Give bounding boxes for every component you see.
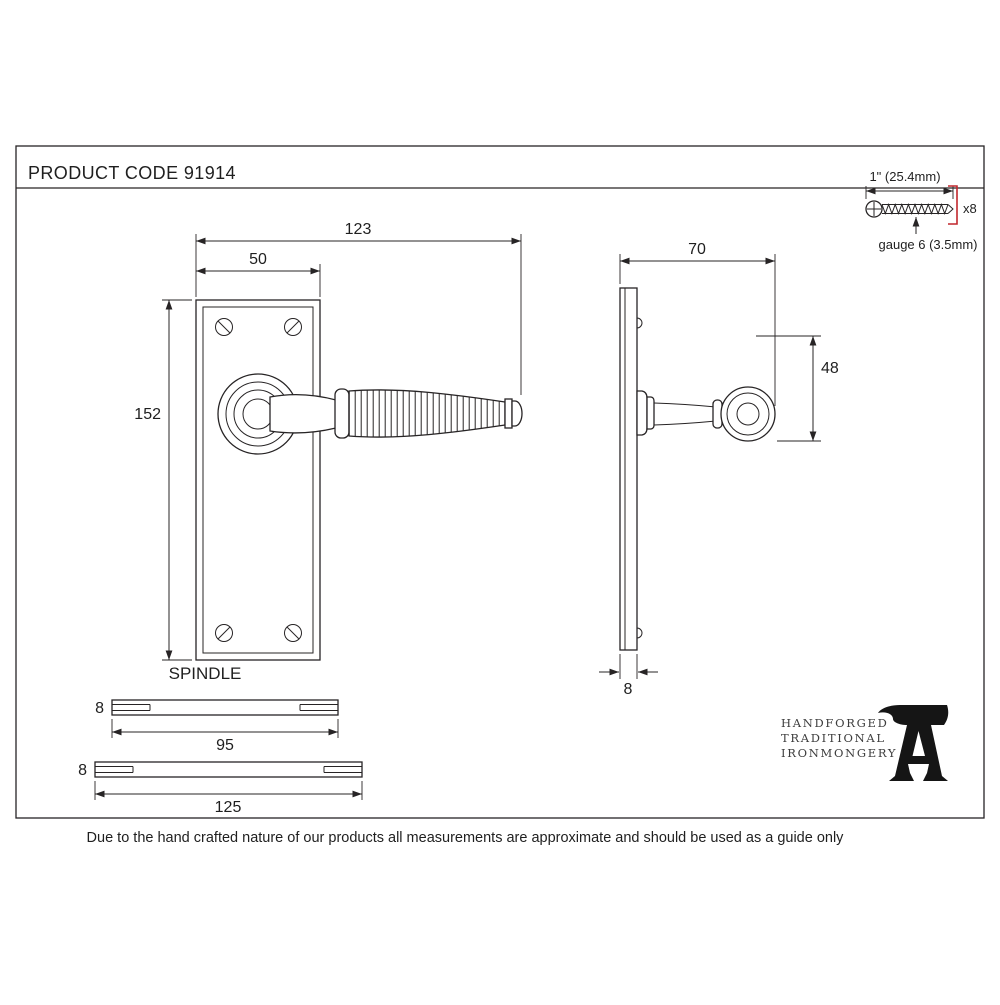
spindle-bar-125: 8 125 bbox=[78, 761, 363, 816]
projection-value: 70 bbox=[688, 241, 706, 258]
screw-slot-icon bbox=[286, 626, 300, 640]
screw-tip bbox=[947, 204, 954, 214]
screw-slot-icon bbox=[217, 626, 231, 640]
backplate-outline bbox=[195, 299, 321, 661]
quantity-bracket bbox=[948, 185, 958, 225]
screw-head-bump-top bbox=[636, 317, 643, 329]
screw-slot-icon bbox=[217, 320, 231, 334]
spindle-bar-95: 8 95 bbox=[95, 699, 339, 754]
side-view: 70 48 8 bbox=[599, 241, 839, 698]
brand-line-2: TRADITIONAL bbox=[781, 731, 886, 745]
grip-end-outer-circle bbox=[720, 386, 776, 442]
drop-value: 48 bbox=[821, 360, 839, 377]
side-view-dimensions: 70 48 8 bbox=[599, 241, 839, 698]
spindle-bar-outline bbox=[111, 699, 339, 716]
plate-screws bbox=[215, 318, 302, 642]
neck-profile-top bbox=[653, 402, 717, 408]
lever-reeded-grip bbox=[348, 389, 506, 438]
spindle-thickness-value: 8 bbox=[78, 762, 87, 779]
front-view-dimensions: 123 50 152 bbox=[134, 221, 522, 661]
screw-head-bump-bottom bbox=[636, 627, 643, 639]
spindle-thickness-value: 8 bbox=[95, 700, 104, 717]
plate-width-value: 50 bbox=[249, 251, 267, 268]
screw-threads bbox=[881, 203, 949, 215]
screw-bottom-left bbox=[215, 624, 233, 642]
grip-end-inner-circle bbox=[736, 402, 760, 426]
anvil-logo-icon bbox=[878, 705, 949, 781]
sheet-border bbox=[15, 145, 985, 819]
screw-detail: 1" (25.4mm) x8 gauge 6 (3.5mm) bbox=[865, 169, 978, 252]
screw-top-left bbox=[215, 318, 233, 336]
brand-line-1: HANDFORGED bbox=[781, 716, 888, 730]
spindle-length-value: 125 bbox=[215, 799, 242, 816]
disclaimer-text: Due to the hand crafted nature of our pr… bbox=[87, 830, 845, 846]
grip-end-ring bbox=[726, 392, 770, 436]
screw-top-right bbox=[284, 318, 302, 336]
gauge-label: gauge 6 (3.5mm) bbox=[879, 237, 978, 252]
screw-slot-icon bbox=[286, 320, 300, 334]
screw-bottom-right bbox=[284, 624, 302, 642]
lever-length-value: 123 bbox=[345, 221, 372, 238]
rose-base-profile bbox=[636, 390, 648, 436]
lever-neck bbox=[269, 393, 337, 434]
front-view: 123 50 152 bbox=[134, 221, 523, 661]
lever-tip-cap bbox=[511, 400, 523, 427]
backplate-side-outline bbox=[619, 287, 638, 651]
lever-tip-collar bbox=[504, 398, 513, 429]
lever-handle bbox=[269, 388, 523, 439]
screw-length-label: 1" (25.4mm) bbox=[869, 169, 940, 184]
brand-line-3: IRONMONGERY bbox=[781, 746, 897, 760]
backplate-inner-border bbox=[202, 306, 314, 654]
plate-thickness-value: 8 bbox=[624, 681, 633, 698]
spindle-title: SPINDLE bbox=[169, 664, 242, 683]
plate-height-value: 152 bbox=[134, 406, 161, 423]
spindle-length-value: 95 bbox=[216, 737, 234, 754]
spindle-section: SPINDLE 8 95 8 bbox=[78, 664, 363, 816]
screw-quantity-label: x8 bbox=[963, 201, 977, 216]
spindle-bar-outline bbox=[94, 761, 363, 778]
neck-profile-bottom bbox=[653, 420, 717, 426]
product-code-label: PRODUCT CODE 91914 bbox=[28, 163, 236, 183]
rose-step-profile bbox=[646, 396, 655, 430]
lever-collar bbox=[334, 388, 350, 439]
brand-block: HANDFORGED TRADITIONAL IRONMONGERY bbox=[781, 705, 949, 781]
